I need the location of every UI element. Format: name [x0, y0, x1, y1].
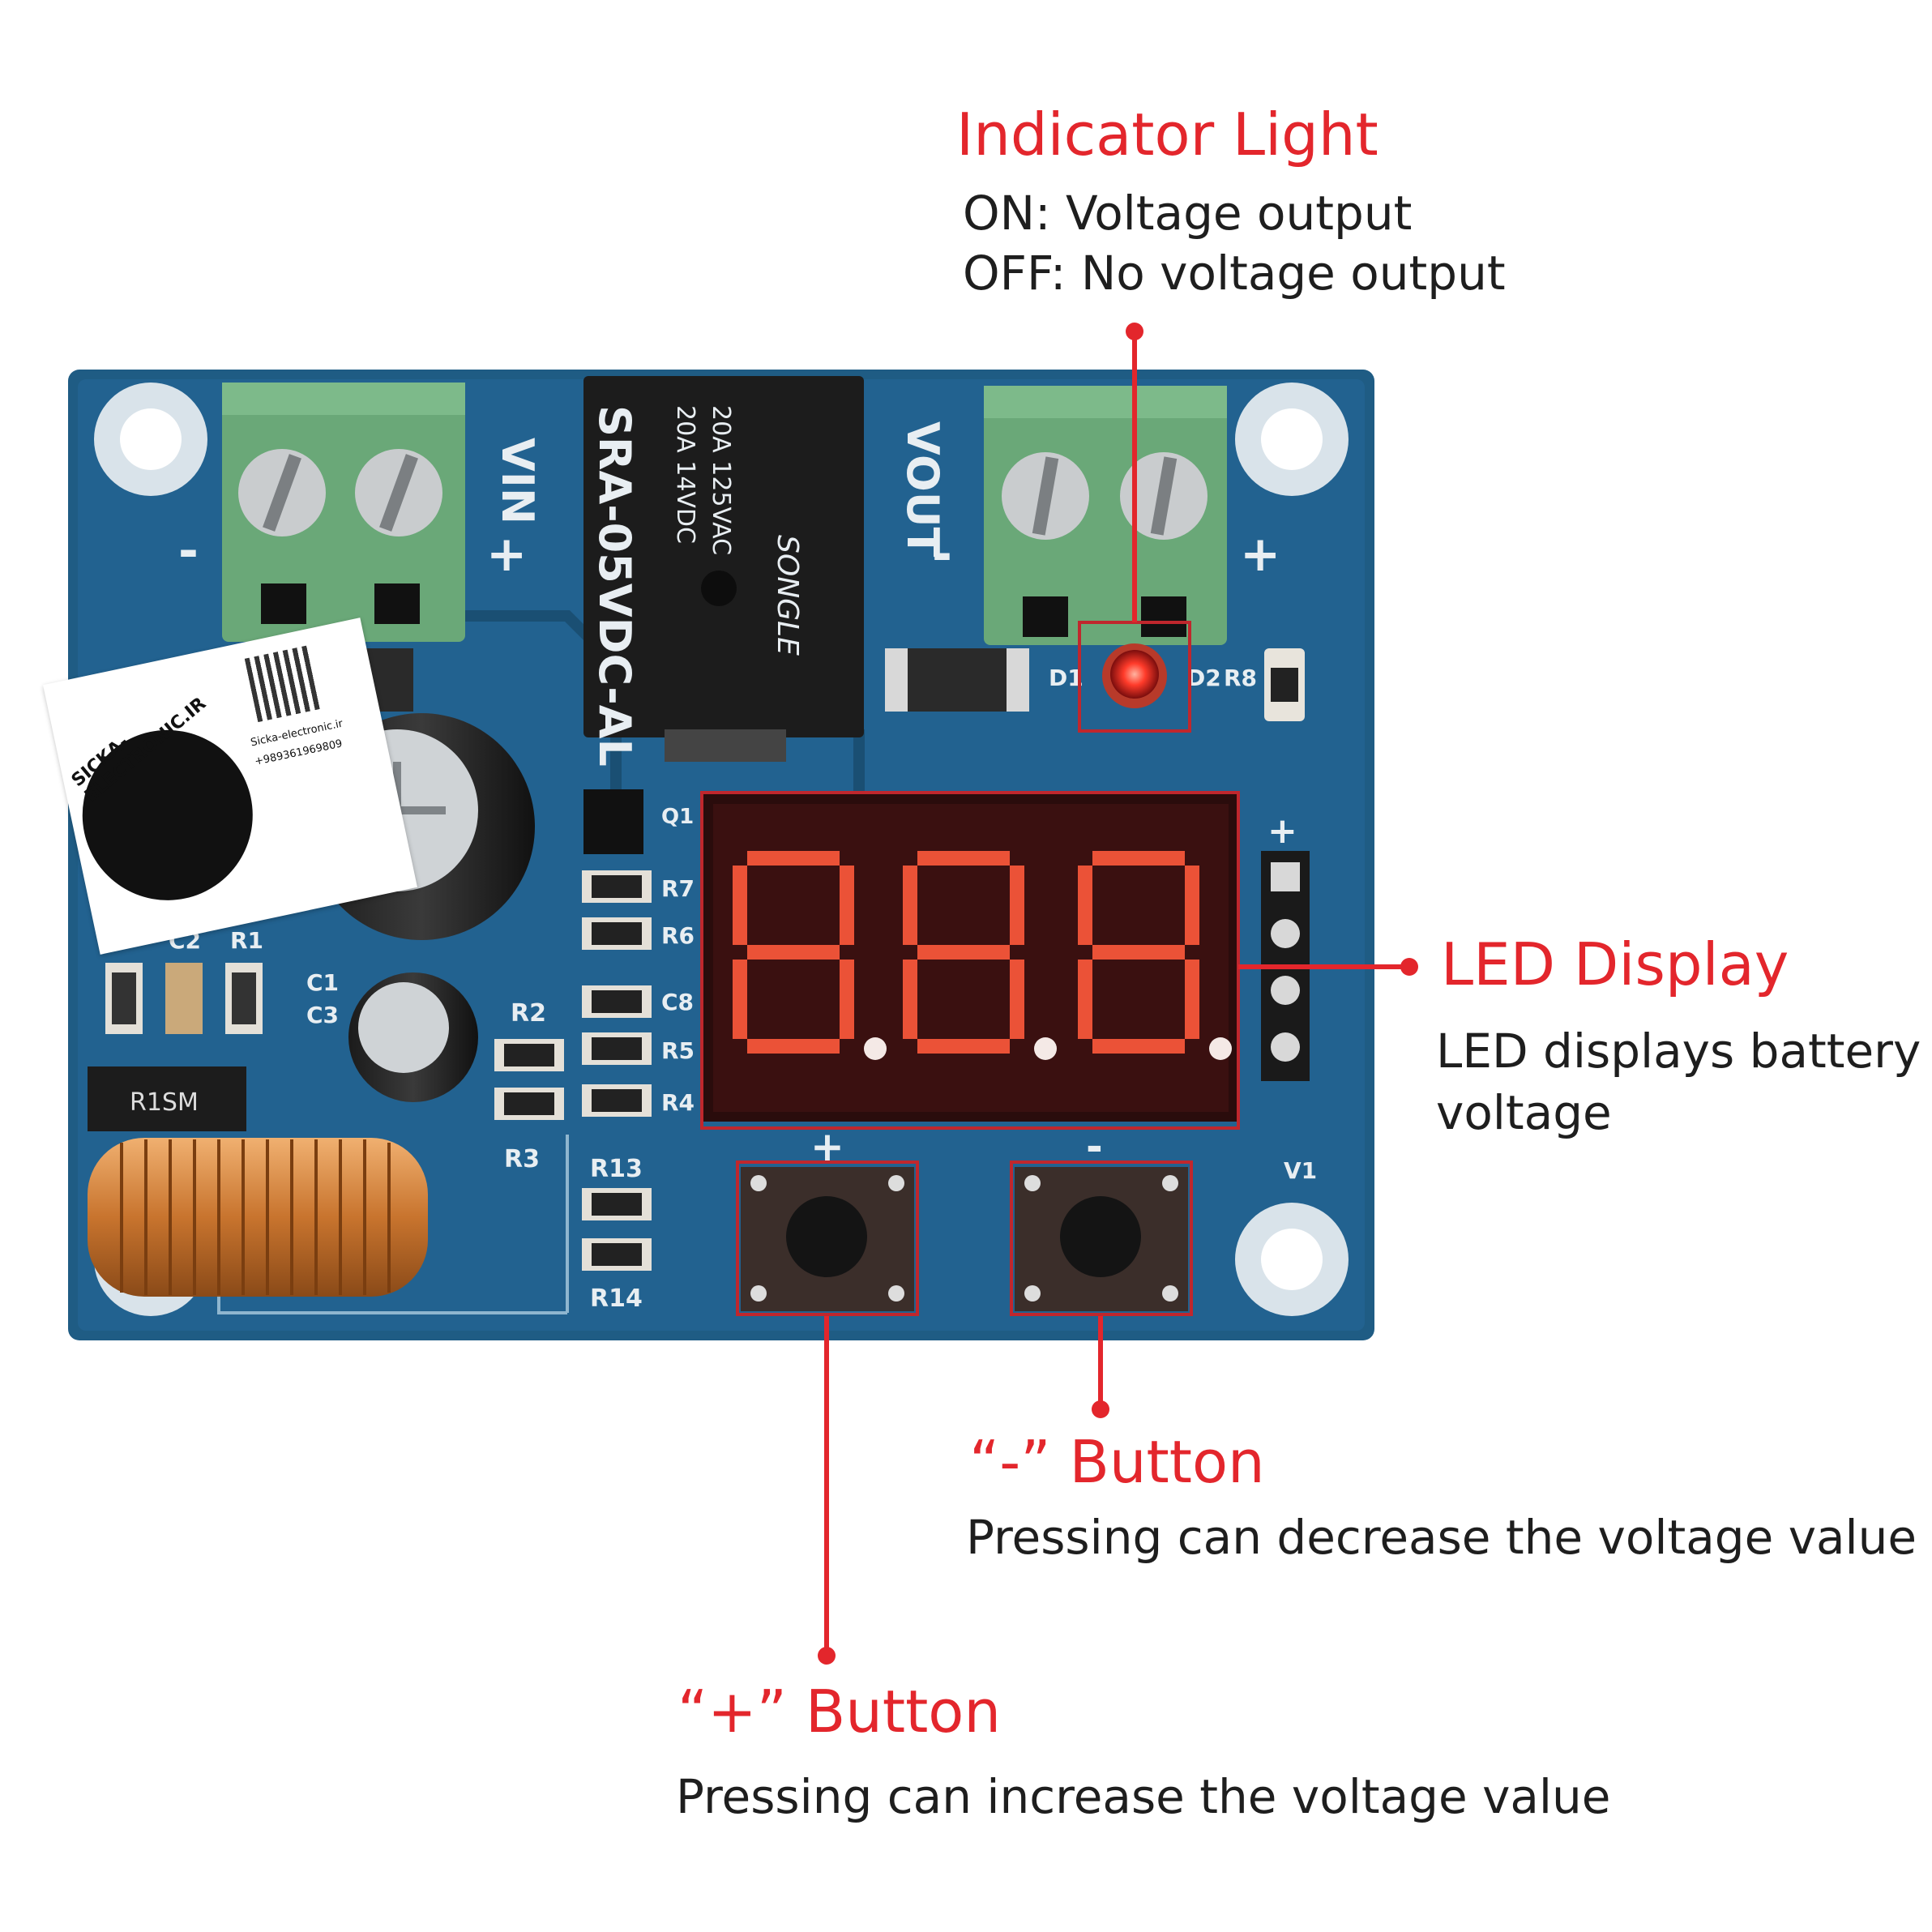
- minus-button-line-1: Pressing can decrease the voltage value: [966, 1510, 1917, 1565]
- label-r6: R6: [661, 922, 695, 949]
- segment-digit3-1: [1092, 851, 1185, 866]
- label-v1: V1: [1284, 1157, 1317, 1184]
- segment-digit3-6: [1078, 960, 1092, 1039]
- decimal-point-2: [1034, 1037, 1057, 1060]
- segment-digit1-2: [747, 945, 840, 960]
- display-leader-line: [1238, 964, 1410, 969]
- label-r3: R3: [504, 1145, 540, 1173]
- vin-label: VIN: [492, 438, 543, 524]
- vin-minus-sign: -: [178, 523, 199, 579]
- electrolytic-capacitor-small: [348, 972, 478, 1102]
- minus-leader-dot: [1092, 1400, 1109, 1418]
- shunt-resistor: [88, 1066, 246, 1131]
- plus-button-title: “+” Button: [677, 1678, 1001, 1746]
- plus-button-body: [741, 1167, 914, 1311]
- segment-digit3-7: [1185, 960, 1199, 1039]
- segment-digit3-2: [1092, 945, 1185, 960]
- indicator-line-2: OFF: No voltage output: [963, 246, 1506, 301]
- indicator-line-1: ON: Voltage output: [963, 186, 1413, 241]
- segment-digit1-5: [840, 866, 854, 945]
- label-r5: R5: [661, 1037, 695, 1064]
- display-line-1: LED displays battery: [1436, 1024, 1921, 1079]
- minus-leader-line: [1098, 1316, 1103, 1407]
- decimal-point-1: [864, 1037, 887, 1060]
- segment-digit1-1: [747, 851, 840, 866]
- label-q1: Q1: [661, 805, 694, 829]
- decimal-point-3: [1209, 1037, 1232, 1060]
- diode-d1: [885, 648, 1029, 712]
- relay-brand: SONGLE: [771, 535, 804, 656]
- smd-components-left: [105, 963, 263, 1034]
- segment-digit1-7: [840, 960, 854, 1039]
- segment-digit3-4: [1078, 866, 1092, 945]
- label-r13: R13: [590, 1155, 643, 1183]
- relay-rating-1: 20A 14VDC: [671, 405, 699, 544]
- label-d1: D1: [1049, 665, 1084, 691]
- plus-button-highlight-box: [736, 1160, 919, 1316]
- label-r7: R7: [661, 875, 695, 902]
- label-r4: R4: [661, 1089, 695, 1116]
- display-segments: [733, 851, 1232, 1060]
- segment-digit2-6: [903, 960, 917, 1039]
- segment-digit1-3: [747, 1039, 840, 1054]
- label-c8: C8: [661, 989, 694, 1015]
- minus-button-body: [1015, 1167, 1188, 1311]
- segment-digit3-5: [1185, 866, 1199, 945]
- smd-resistor-column: [494, 870, 652, 1271]
- label-r2: R2: [511, 999, 546, 1028]
- vin-plus-sign: +: [486, 526, 527, 583]
- segment-digit2-2: [917, 945, 1010, 960]
- transistor-q1: [583, 789, 643, 854]
- label-r8: R8: [1224, 665, 1257, 691]
- vout-terminal-block: [984, 386, 1227, 645]
- segment-digit2-3: [917, 1039, 1010, 1054]
- indicator-led: [1102, 643, 1167, 708]
- indicator-leader-dot: [1126, 323, 1143, 340]
- minus-button-highlight-box: [1010, 1160, 1193, 1316]
- label-r14: R14: [590, 1284, 643, 1313]
- display-leader-dot: [1400, 958, 1418, 976]
- minus-button-sign: -: [1086, 1123, 1103, 1170]
- plus-leader-dot: [818, 1647, 836, 1665]
- segment-digit2-5: [1010, 866, 1024, 945]
- vin-terminal-block: [222, 383, 465, 642]
- mounting-hole-top-right: [1235, 383, 1349, 496]
- vout-label: VOUT: [897, 421, 948, 558]
- indicator-leader-line: [1132, 332, 1137, 622]
- vout-minus-sign: -: [932, 526, 952, 583]
- relay-rating-2: 20A 125VAC: [707, 405, 735, 555]
- label-r1: R1: [230, 927, 263, 954]
- shunt-label: R1SM: [130, 1088, 199, 1117]
- display-highlight-box: [700, 791, 1240, 1130]
- indicator-highlight-box: [1078, 621, 1191, 733]
- relay-model-text: SRA-05VDC-AL: [589, 405, 640, 767]
- segment-digit2-1: [917, 851, 1010, 866]
- label-d2: D2: [1186, 665, 1221, 691]
- segment-digit2-7: [1010, 960, 1024, 1039]
- label-c1: C1: [306, 969, 339, 996]
- display-title: LED Display: [1441, 930, 1789, 998]
- segment-digit3-3: [1092, 1039, 1185, 1054]
- display-line-2: voltage: [1436, 1085, 1612, 1140]
- segment-digit1-6: [733, 960, 747, 1039]
- label-c3: C3: [306, 1002, 339, 1028]
- plus-leader-line: [824, 1316, 829, 1656]
- relay: [583, 376, 864, 762]
- qr-code-icon: [244, 645, 322, 723]
- vout-plus-sign: +: [1240, 526, 1280, 583]
- minus-button-title: “-” Button: [969, 1428, 1265, 1496]
- segment-digit2-4: [903, 866, 917, 945]
- mounting-hole-bottom-right: [1235, 1203, 1349, 1316]
- header-plus-sign: +: [1267, 810, 1297, 852]
- plus-button-line-1: Pressing can increase the voltage value: [676, 1769, 1611, 1824]
- segment-digit1-4: [733, 866, 747, 945]
- mounting-hole-top-left: [94, 383, 207, 496]
- indicator-title: Indicator Light: [956, 100, 1378, 169]
- inductor-coil: [88, 1138, 428, 1297]
